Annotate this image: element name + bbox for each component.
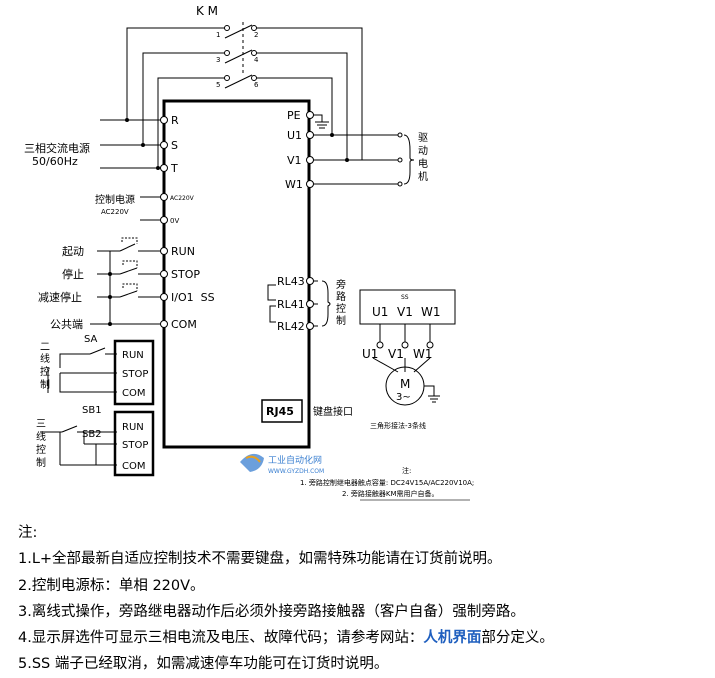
motor-symbol: M — [400, 377, 410, 391]
two-wire-switch: SA — [84, 334, 98, 345]
motor-box-u1: U1 — [372, 305, 388, 319]
motor-phase: 3~ — [396, 392, 411, 403]
drive-motor-char-4: 机 — [418, 170, 428, 183]
km-pin-6: 6 — [254, 81, 259, 89]
terminal-ac220v: AC220V — [170, 195, 195, 202]
motor-lower-w1: W1 — [413, 347, 433, 361]
label-decel-stop: 减速停止 — [38, 290, 82, 304]
two-wire-char-2: 线 — [40, 352, 50, 365]
motor-box-ss: SS — [401, 294, 409, 301]
drive-motor-char-2: 动 — [418, 145, 428, 157]
terminal-0v: 0V — [170, 217, 179, 225]
terminal-t: T — [170, 162, 178, 175]
wiring-diagram: K M 1 2 3 4 5 6 三相交流电源 50/60Hz R S T 控制电… — [24, 4, 474, 501]
power-label: 三相交流电源 — [24, 141, 90, 155]
small-note-title: 注: — [402, 466, 411, 475]
note-item-4: 4.显示屏选件可显示三相电流及电压、故障代码；请参考网站：人机界面部分定义。 — [18, 625, 708, 651]
watermark-url: WWW.GYZDH.COM — [268, 468, 324, 475]
km-pin-1: 1 — [216, 31, 220, 39]
notes-title: 注: — [18, 525, 38, 541]
watermark-logo-icon — [240, 453, 264, 472]
km-pin-3: 3 — [216, 56, 220, 64]
small-note-line1: 1. 旁路控制继电器触点容量: DC24V15A/AC220V10A; — [300, 478, 474, 487]
drive-motor-char-3: 电 — [418, 157, 428, 170]
wire-km2-to-v1 — [255, 27, 363, 160]
bypass-char-1: 旁 — [336, 278, 346, 291]
terminal-run: RUN — [171, 245, 195, 258]
km-pin-5: 5 — [216, 81, 220, 89]
two-wire-com: COM — [122, 388, 145, 399]
two-wire-char-4: 制 — [40, 378, 50, 391]
three-wire-com: COM — [122, 461, 145, 472]
bypass-char-3: 控 — [336, 302, 346, 315]
note-item-5: 5.SS 端子已经取消，如需减速停车功能可在订货时说明。 — [18, 656, 389, 673]
switch-sb1: SB1 — [82, 405, 102, 416]
notes-section: 注: 1.L+全部最新自适应控制技术不需要键盘，如需特殊功能请在订货前说明。 2… — [18, 520, 708, 678]
control-power-voltage: AC220V — [101, 208, 129, 216]
label-common: 公共端 — [50, 318, 83, 331]
terminal-io1-ss: I/O1 SS — [171, 291, 215, 304]
watermark-text: 工业自动化网 — [268, 454, 322, 466]
three-wire-run: RUN — [122, 422, 144, 433]
wire-t-to-km5 — [157, 77, 225, 168]
label-start: 起动 — [62, 245, 84, 258]
km-pin-2: 2 — [254, 31, 258, 39]
km-contact-2 — [224, 49, 253, 64]
contactor-label: K M — [196, 4, 218, 18]
note-item-4-prefix: 4.显示屏选件可显示三相电流及电压、故障代码；请参考网站： — [18, 630, 424, 647]
small-note-line2: 2. 旁路接触器KM需用户自备。 — [342, 489, 439, 498]
two-wire-char-3: 控 — [40, 365, 50, 378]
km-contact-3 — [224, 74, 253, 89]
motor-caption: 三角形接法-3条线 — [370, 421, 426, 430]
motor-box-w1: W1 — [421, 305, 441, 319]
terminal-r: R — [171, 114, 179, 127]
terminal-rl42: RL42 — [277, 320, 305, 333]
terminal-s: S — [171, 139, 178, 152]
wire-r-to-km1 — [126, 27, 225, 120]
keypad-label: 键盘接口 — [313, 405, 353, 418]
bypass-char-2: 路 — [336, 290, 346, 303]
rj45-label: RJ45 — [266, 405, 294, 418]
three-wire-char-2: 线 — [36, 430, 46, 443]
two-wire-run: RUN — [122, 350, 144, 361]
three-wire-char-1: 三 — [36, 419, 46, 430]
terminal-rl41: RL41 — [277, 298, 305, 311]
note-item-3: 3.离线式操作，旁路继电器动作后必须外接旁路接触器（客户自备）强制旁路。 — [18, 603, 525, 620]
km-contact-1 — [224, 24, 253, 39]
motor-lower-u1: U1 — [362, 347, 378, 361]
two-wire-stop: STOP — [122, 369, 148, 380]
motor-box-v1: V1 — [397, 305, 413, 319]
note-item-1: 1.L+全部最新自适应控制技术不需要键盘，如需特殊功能请在订货前说明。 — [18, 551, 502, 568]
control-power-label: 控制电源 — [95, 193, 135, 206]
terminal-rl43: RL43 — [277, 275, 305, 288]
wire-s-to-km3 — [142, 52, 225, 145]
km-pin-4: 4 — [254, 56, 259, 64]
terminal-com: COM — [171, 318, 197, 331]
terminal-pe: PE — [287, 109, 301, 122]
note-item-4-suffix: 部分定义。 — [481, 630, 554, 647]
drive-motor-char-1: 驱 — [418, 132, 428, 144]
hmi-link[interactable]: 人机界面 — [423, 630, 482, 647]
terminal-u1: U1 — [287, 129, 302, 142]
terminal-w1: W1 — [285, 178, 303, 191]
wire-km4-to-v1b — [255, 52, 348, 160]
terminal-stop: STOP — [171, 268, 200, 281]
two-wire-char-1: 二 — [40, 342, 50, 353]
label-stop: 停止 — [62, 267, 84, 281]
terminal-v1: V1 — [287, 154, 302, 167]
bypass-char-4: 制 — [336, 314, 346, 327]
motor-lower-v1: V1 — [388, 347, 404, 361]
switch-sb2: SB2 — [82, 429, 102, 440]
note-item-2: 2.控制电源标：单相 220V。 — [18, 577, 205, 594]
wire-km6-to-u1 — [255, 77, 333, 135]
three-wire-char-4: 制 — [36, 456, 46, 469]
three-wire-stop: STOP — [122, 440, 148, 451]
three-wire-char-3: 控 — [36, 443, 46, 456]
power-freq: 50/60Hz — [32, 155, 78, 168]
